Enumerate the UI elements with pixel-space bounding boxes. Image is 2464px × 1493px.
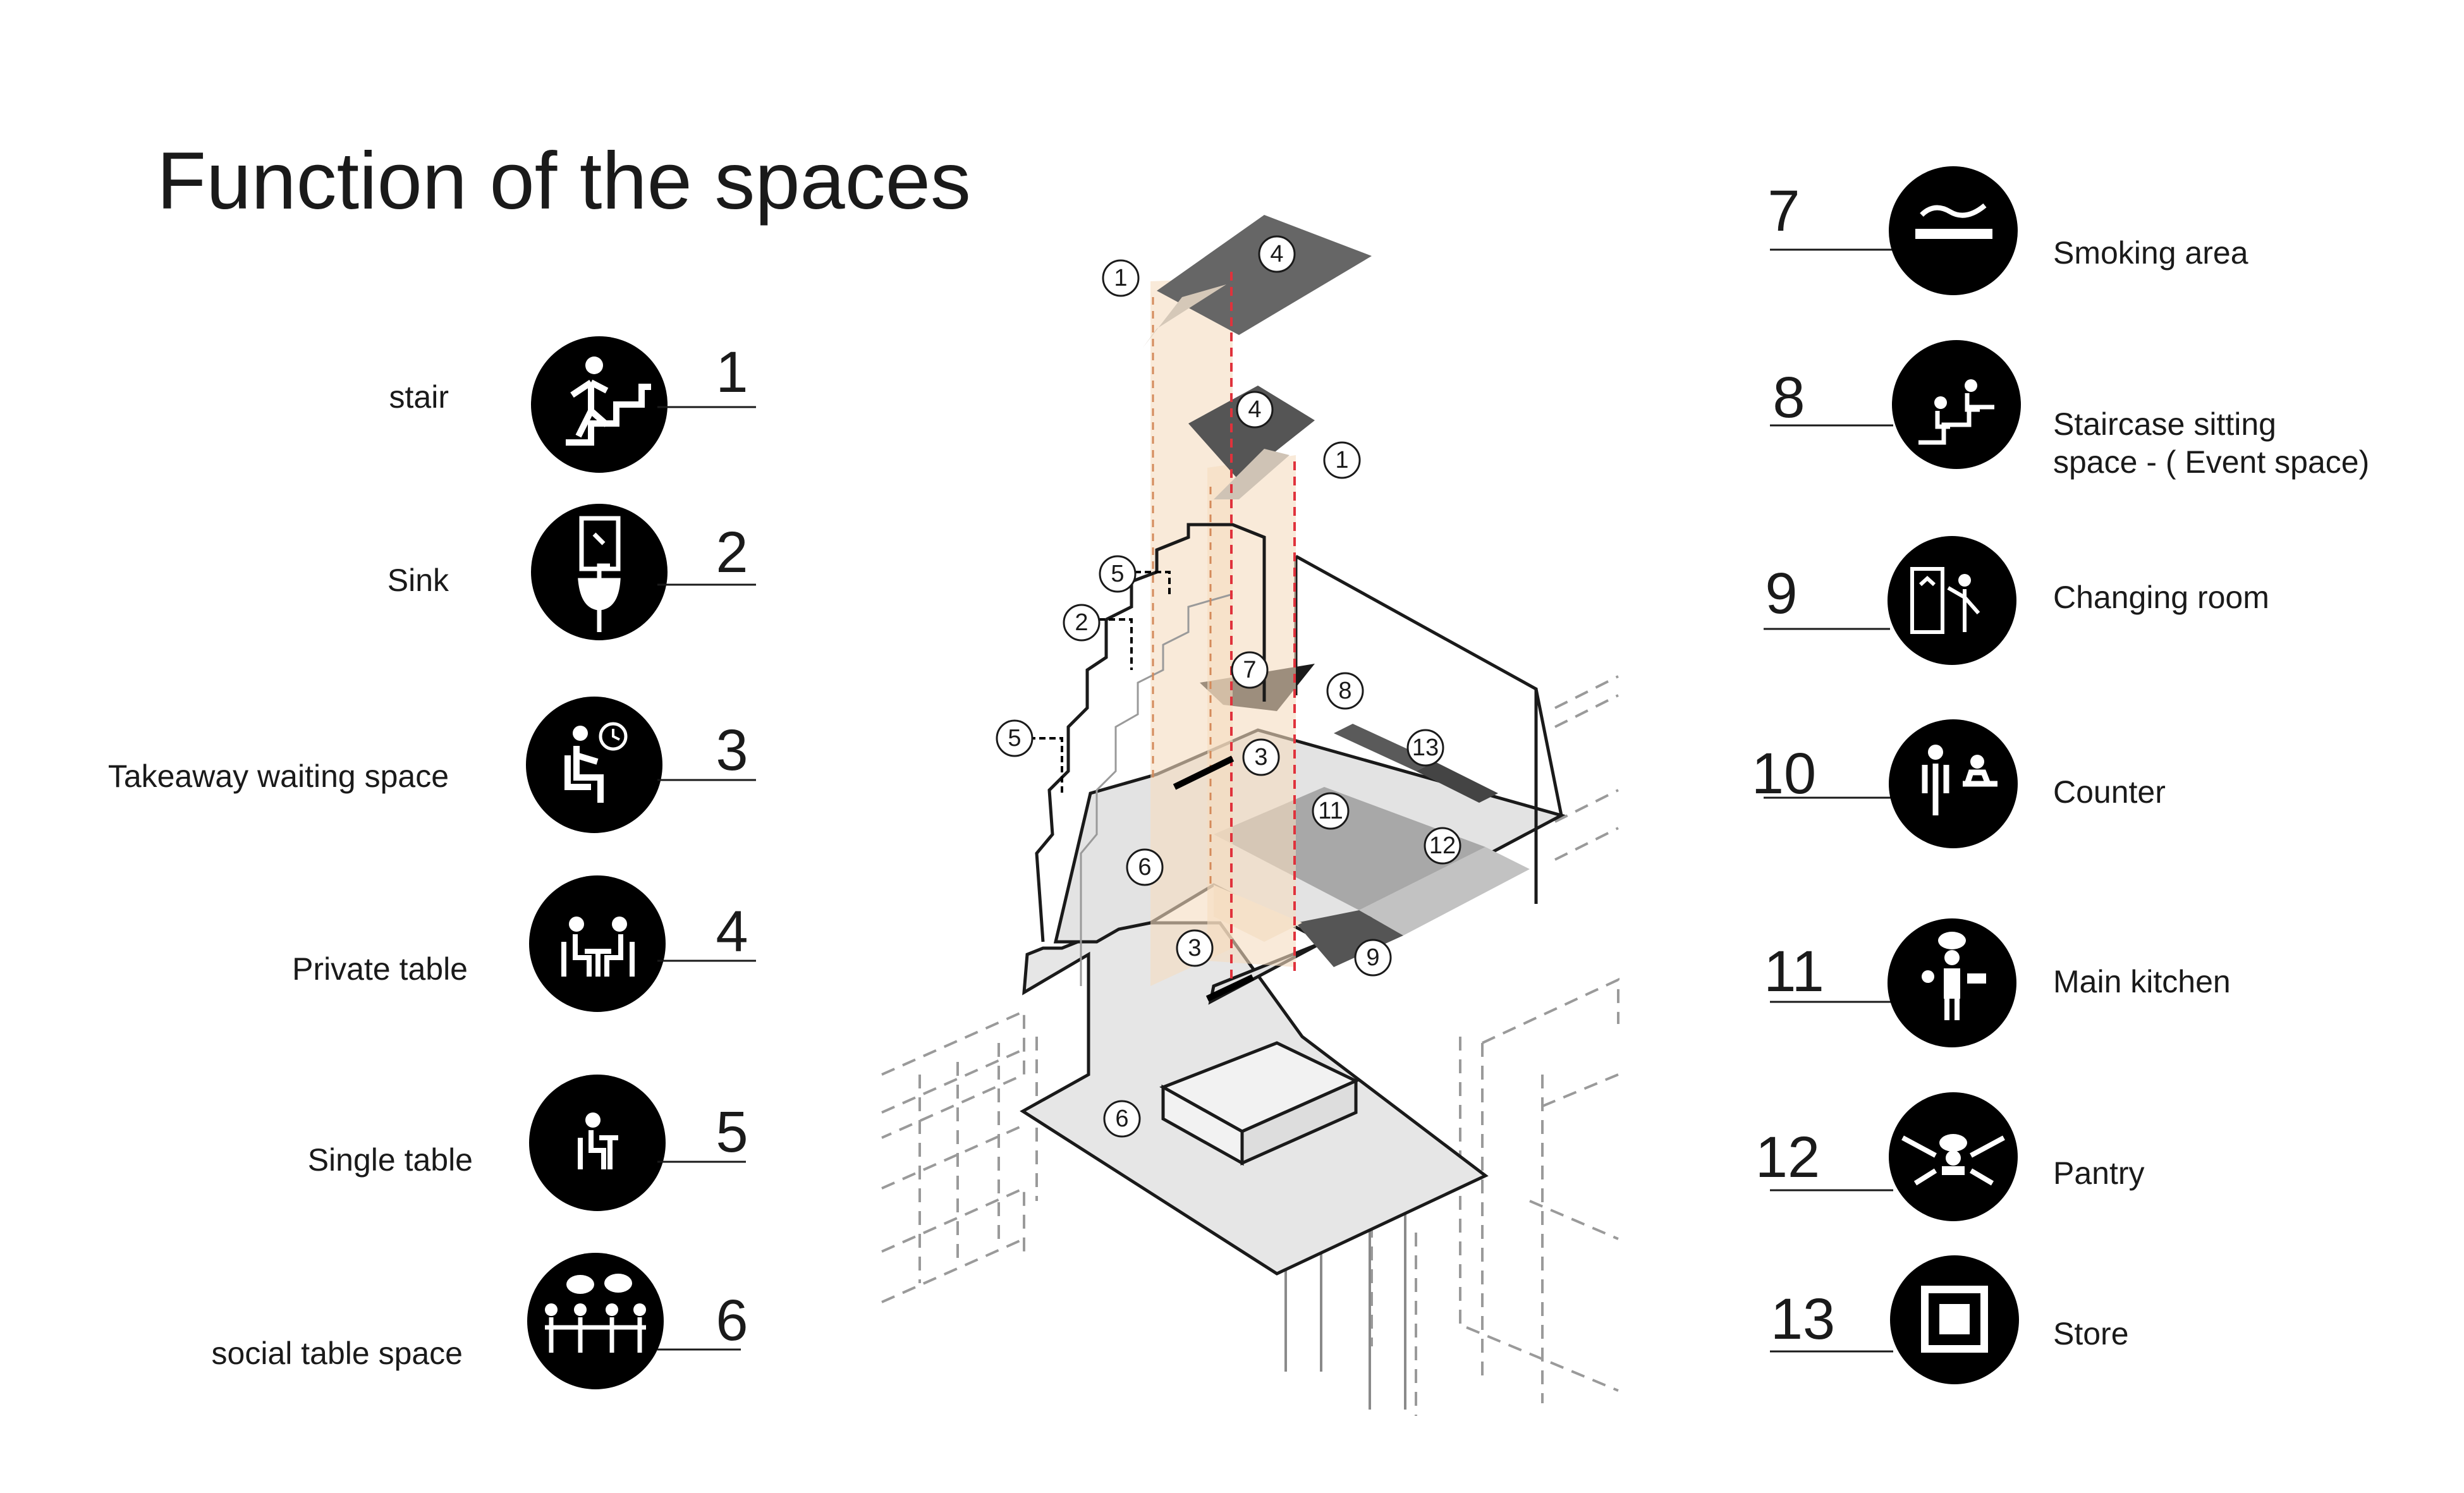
legend-label-12: Pantry (2053, 1155, 2145, 1191)
staircase-sitting-icon (1892, 340, 2021, 469)
legend-label-6: social table space (212, 1336, 463, 1371)
legend-number-13: 13 (1771, 1287, 1835, 1351)
social-table-icon (527, 1253, 664, 1389)
single-table-icon (529, 1075, 666, 1211)
legend-label-4: Private table (292, 951, 468, 987)
svg-text:9: 9 (1366, 944, 1379, 971)
marker-2: 2 (1063, 604, 1101, 642)
legend-item-12: 12 Pantry (1755, 1092, 2145, 1221)
legend-label-8a: Staircase sitting (2053, 406, 2276, 442)
marker-7: 7 (1231, 651, 1269, 689)
legend-item-2: Sink 2 (387, 504, 756, 640)
legend-item-3: Takeaway waiting space 3 (108, 697, 756, 833)
page-title: Function of the spaces (157, 136, 971, 226)
counter-box (1159, 1041, 1360, 1166)
svg-text:7: 7 (1243, 657, 1256, 683)
marker-3-upper: 3 (1242, 738, 1280, 776)
changing-room-icon (1888, 536, 2016, 665)
svg-text:2: 2 (1075, 609, 1088, 636)
marker-3-lower: 3 (1176, 929, 1214, 967)
legend-number-8: 8 (1772, 365, 1805, 430)
legend-item-7: 7 Smoking area (1767, 166, 2248, 295)
counter-icon (1889, 719, 2018, 848)
legend-item-1: stair 1 (389, 336, 756, 473)
legend-number-3: 3 (716, 718, 748, 783)
legend-number-12: 12 (1755, 1125, 1820, 1190)
legend-item-11: 11 Main kitchen (1764, 918, 2231, 1047)
legend-label-5: Single table (308, 1142, 473, 1178)
svg-text:6: 6 (1138, 854, 1151, 881)
legend-label-1: stair (389, 379, 449, 415)
legend-label-3: Takeaway waiting space (108, 759, 449, 794)
svg-text:13: 13 (1412, 734, 1439, 761)
waiting-icon (526, 697, 662, 833)
legend-item-10: 10 Counter (1752, 719, 2166, 848)
marker-1-mid: 1 (1323, 441, 1361, 479)
svg-text:4: 4 (1270, 241, 1283, 267)
legend-number-1: 1 (716, 340, 748, 405)
svg-text:5: 5 (1111, 561, 1124, 587)
legend-item-6: social table space 6 (212, 1253, 748, 1389)
marker-6-lower: 6 (1103, 1100, 1141, 1138)
legend-item-4: Private table 4 (292, 875, 756, 1012)
legend-number-2: 2 (716, 520, 748, 585)
marker-11: 11 (1312, 792, 1350, 830)
svg-text:1: 1 (1114, 265, 1127, 291)
legend-label-11: Main kitchen (2053, 964, 2231, 999)
stair-icon (531, 336, 668, 473)
svg-text:4: 4 (1248, 396, 1261, 423)
legend-label-2: Sink (387, 563, 449, 598)
svg-text:5: 5 (1008, 725, 1021, 752)
legend-item-13: 13 Store (1770, 1255, 2129, 1384)
legend-number-10: 10 (1752, 741, 1816, 806)
marker-12: 12 (1424, 827, 1461, 865)
stepped-wall (1035, 523, 1266, 942)
marker-5-upper: 5 (1099, 555, 1137, 593)
svg-text:8: 8 (1338, 678, 1351, 704)
legend-number-11: 11 (1764, 939, 1824, 1004)
legend-label-9: Changing room (2053, 580, 2269, 615)
svg-text:11: 11 (1318, 798, 1343, 824)
legend-item-5: Single table 5 (308, 1075, 748, 1211)
legend-label-13: Store (2053, 1316, 2129, 1351)
diagram-markers: 1 4 4 1 5 2 7 8 5 3 13 11 12 6 3 9 6 (996, 235, 1461, 1138)
legend-label-8b: space - ( Event space) (2053, 444, 2369, 480)
svg-text:6: 6 (1115, 1106, 1128, 1132)
axonometric-drawing (881, 215, 1619, 1416)
marker-8: 8 (1326, 672, 1364, 710)
legend-item-9: 9 Changing room (1764, 536, 2269, 665)
roof-piece-mid (1188, 386, 1315, 480)
section-lines-red (1230, 272, 1296, 986)
legend-label-10: Counter (2053, 774, 2166, 810)
svg-text:1: 1 (1335, 447, 1348, 473)
legend-number-9: 9 (1765, 561, 1797, 626)
legend-number-5: 5 (716, 1100, 748, 1164)
marker-4-top: 4 (1258, 235, 1296, 273)
marker-1-top: 1 (1102, 259, 1140, 297)
svg-text:3: 3 (1254, 744, 1267, 771)
legend-number-6: 6 (716, 1288, 748, 1353)
legend-label-7: Smoking area (2053, 235, 2248, 271)
legend-number-4: 4 (716, 899, 748, 964)
legend-number-7: 7 (1767, 179, 1800, 243)
marker-9: 9 (1354, 939, 1392, 977)
marker-6-upper: 6 (1126, 848, 1164, 886)
svg-text:12: 12 (1429, 832, 1456, 859)
roof-piece-top (1157, 215, 1372, 335)
marker-4-mid: 4 (1236, 391, 1274, 429)
svg-text:3: 3 (1188, 935, 1201, 961)
marker-13: 13 (1406, 729, 1444, 767)
legend-item-8: 8 Staircase sitting space - ( Event spac… (1770, 340, 2369, 480)
private-table-icon (529, 875, 666, 1012)
marker-5-lower: 5 (996, 719, 1034, 757)
